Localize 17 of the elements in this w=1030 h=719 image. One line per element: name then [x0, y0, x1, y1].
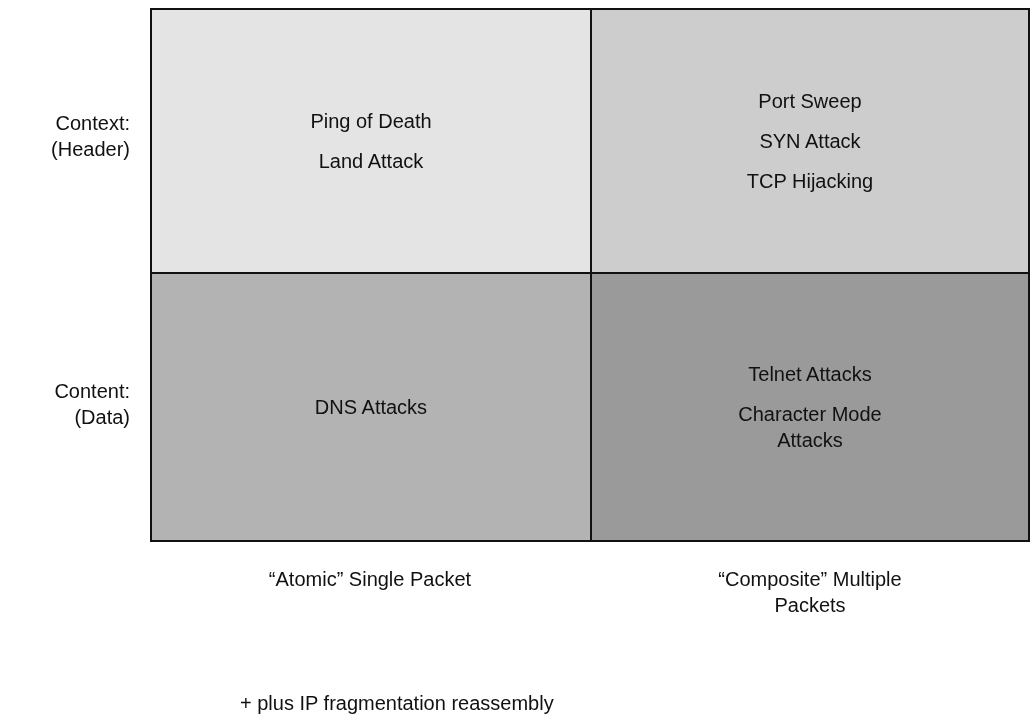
row-label: Context: (Header) [50, 111, 130, 162]
attack-name: Ping of Death [310, 109, 432, 134]
footnote: + plus IP fragmentation reassembly [240, 691, 555, 716]
column-label: “Atomic” Single Packet [267, 567, 473, 592]
attack-name: Land Attack [318, 149, 424, 174]
attack-name: Port Sweep [758, 89, 862, 114]
row-label: Content: (Data) [53, 379, 130, 430]
matrix-cell [150, 272, 592, 542]
attack-name: TCP Hijacking [746, 169, 874, 194]
attack-name: DNS Attacks [314, 395, 428, 420]
column-label: “Composite” Multiple Packets [717, 567, 903, 618]
attack-name: Telnet Attacks [748, 362, 872, 387]
matrix-cell [590, 8, 1030, 274]
attack-name: SYN Attack [759, 129, 861, 154]
attack-name: Character Mode Attacks [737, 402, 883, 453]
matrix-cell [150, 8, 592, 274]
matrix-cell [590, 272, 1030, 542]
